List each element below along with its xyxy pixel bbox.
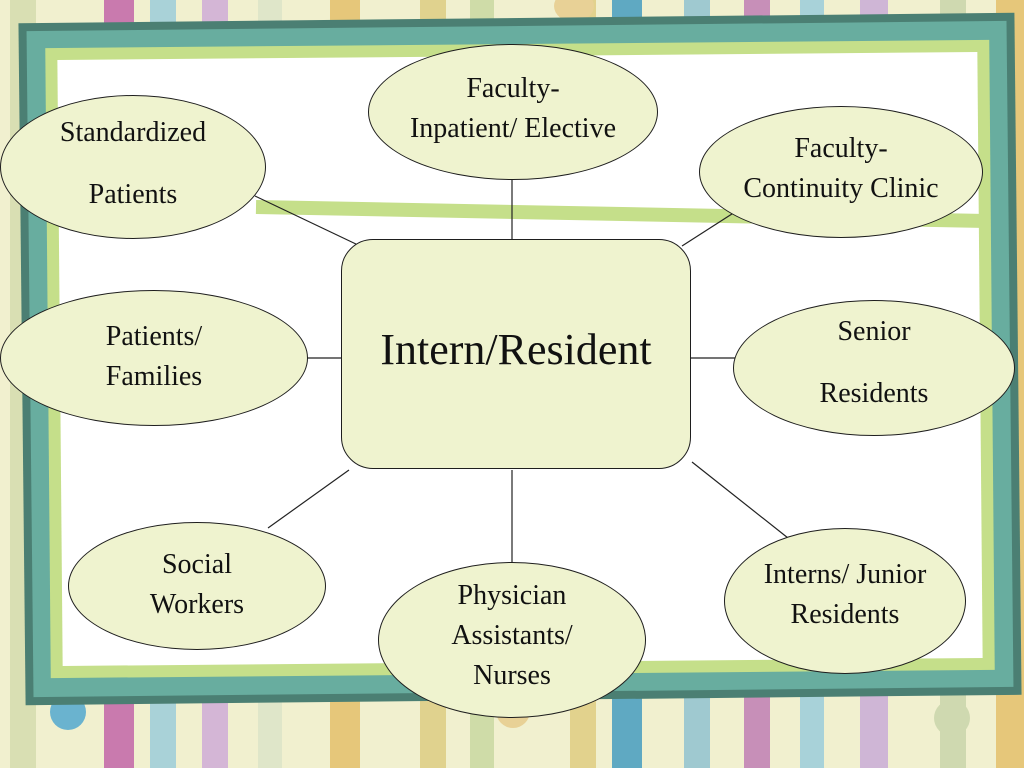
node-faculty-inpatient: Faculty- Inpatient/ Elective [368,44,658,180]
node-label-line: Patients/ [105,321,203,352]
node-senior-residents: Senior Residents [733,300,1015,436]
connector-bottom-left [267,469,350,529]
node-physician-assistants-nurses: Physician Assistants/ Nurses [378,562,646,718]
center-node: Intern/Resident [341,239,691,469]
node-interns-junior-residents: Interns/ Junior Residents [724,528,966,674]
node-label-line: Faculty- [466,73,560,104]
node-label-line: Social [161,549,232,580]
node-label-line: Nurses [473,660,551,691]
node-patients-families: Patients/ Families [0,290,308,426]
connector-top-right [681,211,736,247]
node-label-line: Assistants/ [451,620,573,651]
node-label-line: Inpatient/ Elective [409,113,617,144]
node-label-line: Interns/ Junior [763,559,927,590]
node-faculty-continuity-clinic: Faculty- Continuity Clinic [699,106,983,238]
node-label-line: Physician [457,580,567,611]
node-label-line: Faculty- [794,133,888,164]
node-label-line: Workers [149,589,245,620]
node-label-line: Families [105,361,203,392]
connector-bottom-right [691,461,789,539]
node-label-line: Residents [819,378,929,409]
node-label-line: Senior [837,316,911,347]
node-social-workers: Social Workers [68,522,326,650]
node-label-line: Continuity Clinic [743,173,939,204]
node-standardized-patients: Standardized Patients [0,95,266,239]
node-label-line: Standardized [59,117,207,148]
center-label: Intern/Resident [380,324,652,374]
node-label-line: Patients [88,179,178,210]
connector-top-left [254,195,359,246]
node-label-line: Residents [790,599,900,630]
